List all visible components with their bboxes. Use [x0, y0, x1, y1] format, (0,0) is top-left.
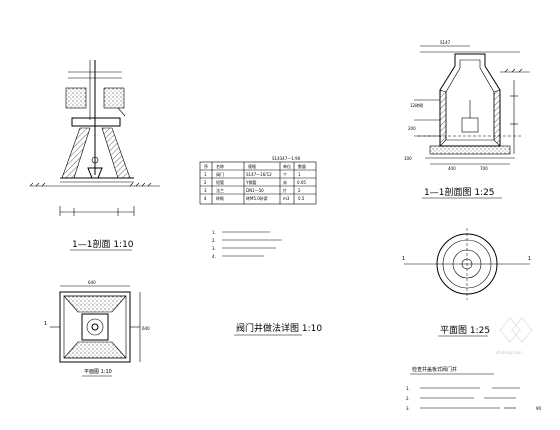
table-cell: 1 [204, 172, 207, 177]
table-cell: 砖砌 [216, 195, 224, 201]
plan-b-mark: 1 [528, 256, 531, 262]
middle-caption: 阀门井做法详图 1:10 [236, 322, 322, 334]
table-cell: S147—16/12 [246, 172, 272, 177]
section-b-left-label: 12砖砌 [410, 102, 423, 108]
page-number: 90 [536, 406, 542, 411]
watermark-logo: zhulong.com [496, 317, 533, 355]
section-b-drawing: S147 12砖砌 200 100 400 700 [404, 40, 530, 171]
table-cell: 0.5 [298, 196, 305, 201]
table-note: 1. [212, 230, 216, 235]
plan-b-mark: 1 [402, 256, 405, 262]
table-cell: DN1—50 [246, 188, 264, 193]
section-b-bottom-label: 400 [448, 166, 456, 171]
table-header: S14347—1:90 [272, 156, 301, 161]
materials-table: S14347—1:90 序 名称 规格 单位 数量 1 阀门 S147—16/1… [199, 156, 317, 259]
plan-a-mark: 1 [44, 321, 47, 327]
plan-b-title: 平面图 1:25 [440, 325, 490, 336]
table-cell: 阀门 [216, 171, 224, 177]
section-a-title: 1—1剖面 1:10 [72, 238, 134, 250]
table-cell: 3 [204, 188, 207, 193]
section-b-title: 1—1剖面图 1:25 [424, 186, 495, 198]
table-cell: 米 [283, 179, 287, 185]
plan-a-drawing: 640 1 640 [44, 280, 150, 363]
table-cell: 短管 [216, 179, 224, 185]
notes-line: 2. [406, 396, 410, 401]
section-b-left-label: 100 [404, 156, 412, 161]
table-cell: 片 [283, 187, 287, 193]
notes-line: 3. [406, 406, 410, 411]
plan-a-title: 平面图 1:10 [84, 369, 112, 375]
section-b-left-label: 200 [408, 126, 416, 131]
table-cell: 4 [204, 196, 207, 201]
table-cell: Y钢管 [245, 179, 256, 185]
table-note: 3. [212, 246, 216, 251]
plan-a-side-dim: 640 [142, 326, 150, 331]
table-cell: 个 [283, 172, 287, 177]
table-cell: 名称 [216, 163, 224, 169]
table-note: 2. [212, 238, 216, 243]
plan-b-drawing: 1 1 [402, 228, 531, 300]
table-cell: 1 [298, 172, 301, 177]
plan-a-top-dim: 640 [88, 280, 96, 285]
table-cell: 单位 [283, 163, 291, 169]
table-cell: 序 [204, 163, 208, 169]
section-b-bottom-label: 700 [480, 166, 488, 171]
table-cell: 砖M5.0砂浆 [246, 195, 268, 201]
table-cell: m3 [283, 196, 290, 201]
notes-title: 检查井盖板式阀门井 [412, 366, 457, 373]
section-b-top-label: S147 [440, 40, 451, 45]
table-cell: 2 [298, 188, 301, 193]
table-cell: 0.05 [297, 180, 306, 185]
table-cell: 2 [204, 180, 207, 185]
table-cell: 规格 [248, 163, 256, 169]
notes-block: 检查井盖板式阀门井 1. 2. 3. 90 [406, 366, 542, 411]
table-note: 4. [212, 254, 216, 259]
table-cell: 法兰 [216, 187, 224, 193]
notes-line: 1. [406, 386, 410, 391]
section-a-drawing [29, 60, 160, 216]
table-cell: 数量 [298, 163, 306, 169]
watermark-text: zhulong.com [496, 350, 522, 355]
